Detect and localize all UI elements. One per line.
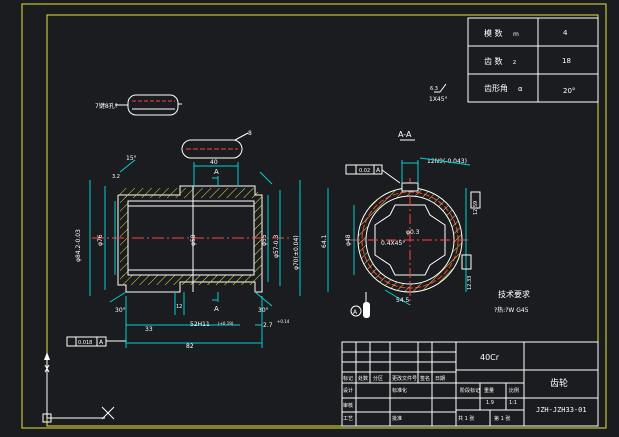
- dim-641: 64.1: [321, 234, 328, 248]
- module-label: 模 数: [484, 28, 503, 38]
- sheet-inner-border: [46, 14, 599, 427]
- runout-ref: A: [99, 339, 104, 346]
- section-aa-label: A-A: [398, 130, 412, 139]
- cut-a-top: A: [214, 168, 219, 176]
- dim-phi84: φ84.2-0.03: [75, 229, 82, 262]
- rough-note: 6.3: [430, 86, 438, 92]
- technical-notes: 技术要求 ?热:?W G45: [494, 289, 530, 314]
- dim-phi57: φ57-0.3: [273, 235, 280, 258]
- dim-82: 82: [186, 343, 194, 350]
- teeth-label: 齿 数: [484, 56, 503, 66]
- tb-drawing-no: JZH-JZH33-01: [536, 406, 587, 414]
- sheet-outer-border: [21, 3, 607, 429]
- tb-h-zone: 分区: [373, 375, 383, 382]
- tb-weight-val: 1.9: [486, 400, 494, 406]
- dim-phi76: φ76: [97, 234, 104, 246]
- chamfer-note: 1X45° 6.3: [429, 83, 448, 103]
- tb-h-count: 处数: [358, 375, 368, 382]
- title-block: 标记 处数 分区 更改文件号 签名 日期 设计 标准化 审核 工艺 批准 40C…: [341, 341, 599, 427]
- dim-1233: 12.33: [467, 276, 473, 290]
- rough-left: 3.2: [112, 174, 120, 180]
- gear-parameter-table: 模 数 m 4 齿 数 z 18 齿形角 α 20°: [467, 17, 599, 103]
- dim-27: 2.7: [263, 322, 273, 329]
- dim-ang30b: 30°: [258, 307, 269, 314]
- angle-value: 20°: [563, 87, 575, 95]
- sym-tol: 0.02: [359, 168, 370, 174]
- datum-a-label: A: [353, 309, 358, 316]
- ucs-icon: [42, 352, 115, 423]
- keyway-top-view: 8: [181, 130, 252, 159]
- dim-phi58: φ58: [190, 234, 197, 246]
- dim-27-tol: +0.14: [277, 319, 290, 324]
- dim-545: 54.5: [396, 297, 410, 304]
- key-label: 7键8孔?: [95, 102, 118, 110]
- tb-h-sign: 签名: [420, 375, 430, 382]
- dim-ang30a: 30°: [115, 307, 126, 314]
- dim-r8: 8: [248, 130, 252, 137]
- teeth-symbol: z: [513, 59, 516, 66]
- tb-h-mark: 标记: [343, 375, 353, 382]
- tb-part-name: 齿轮: [550, 377, 568, 389]
- module-symbol: m: [513, 31, 519, 38]
- dim-52: 52H11: [190, 321, 210, 328]
- runout-tol: 0.018: [78, 340, 92, 346]
- key-sketch: 7键8孔?: [95, 94, 182, 116]
- tb-review: 审核: [343, 402, 353, 409]
- main-section-view: 40 A A φ84.2-0.03 φ76 φ58 φ55 φ57-0.3 φ7…: [66, 155, 301, 350]
- tb-h-date: 日期: [435, 376, 445, 382]
- tb-stage: 阶段标记: [460, 387, 480, 394]
- tb-sheets: 共 1 张: [458, 415, 474, 422]
- tb-h-docno: 更改文件号: [392, 375, 417, 382]
- dim-r12: 12: [176, 304, 182, 310]
- dim-04x45: 0.4X45°: [381, 240, 405, 247]
- dim-phi55: φ55: [261, 234, 268, 246]
- chamfer-text: 1X45°: [429, 96, 448, 103]
- section-aa-view: A-A 12N9(-0.043) 0.02 A 64.1 φ48 φ0.: [321, 130, 481, 318]
- angle-label: 齿形角: [484, 83, 508, 93]
- tb-material: 40Cr: [480, 353, 500, 362]
- notes-line1: ?热:?W G45: [494, 306, 529, 314]
- notes-title: 技术要求: [498, 289, 530, 299]
- tb-approve: 批准: [392, 415, 402, 422]
- dim-52-tol: (+0.19): [218, 321, 234, 326]
- cut-a-bottom: A: [214, 305, 219, 313]
- tb-scale: 比例: [509, 387, 519, 394]
- tb-standard: 标准化: [392, 387, 407, 394]
- dim-phi70: φ70(±0.04): [293, 235, 300, 270]
- tb-sheet: 第 1 张: [494, 415, 510, 422]
- module-value: 4: [563, 29, 568, 37]
- dim-phi48: φ48: [345, 234, 352, 246]
- sym-ref: A: [376, 167, 381, 174]
- tb-weight: 重量: [484, 387, 494, 394]
- dim-phi03: φ0.3: [406, 229, 420, 236]
- tb-design: 设计: [343, 387, 353, 394]
- dim-40: 40: [210, 159, 218, 166]
- tb-process: 工艺: [343, 416, 353, 422]
- dim-ang15: 15°: [126, 155, 137, 162]
- angle-symbol: α: [518, 85, 523, 93]
- dim-33: 33: [145, 326, 153, 333]
- teeth-value: 18: [562, 57, 571, 65]
- tb-scale-val: 1:1: [509, 400, 517, 406]
